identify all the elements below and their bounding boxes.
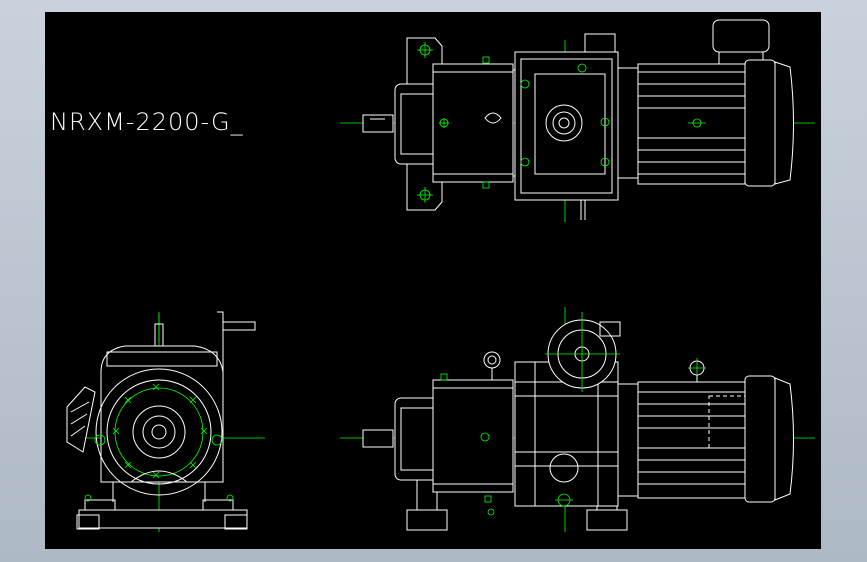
front-view — [340, 307, 815, 532]
gear-motor-drawing — [66, 19, 815, 532]
cad-drawing-canvas[interactable]: NRXM-2200-G_ — [45, 12, 821, 549]
model-label: NRXM-2200-G_ — [50, 108, 244, 136]
end-view — [66, 311, 265, 532]
top-view — [340, 19, 815, 222]
